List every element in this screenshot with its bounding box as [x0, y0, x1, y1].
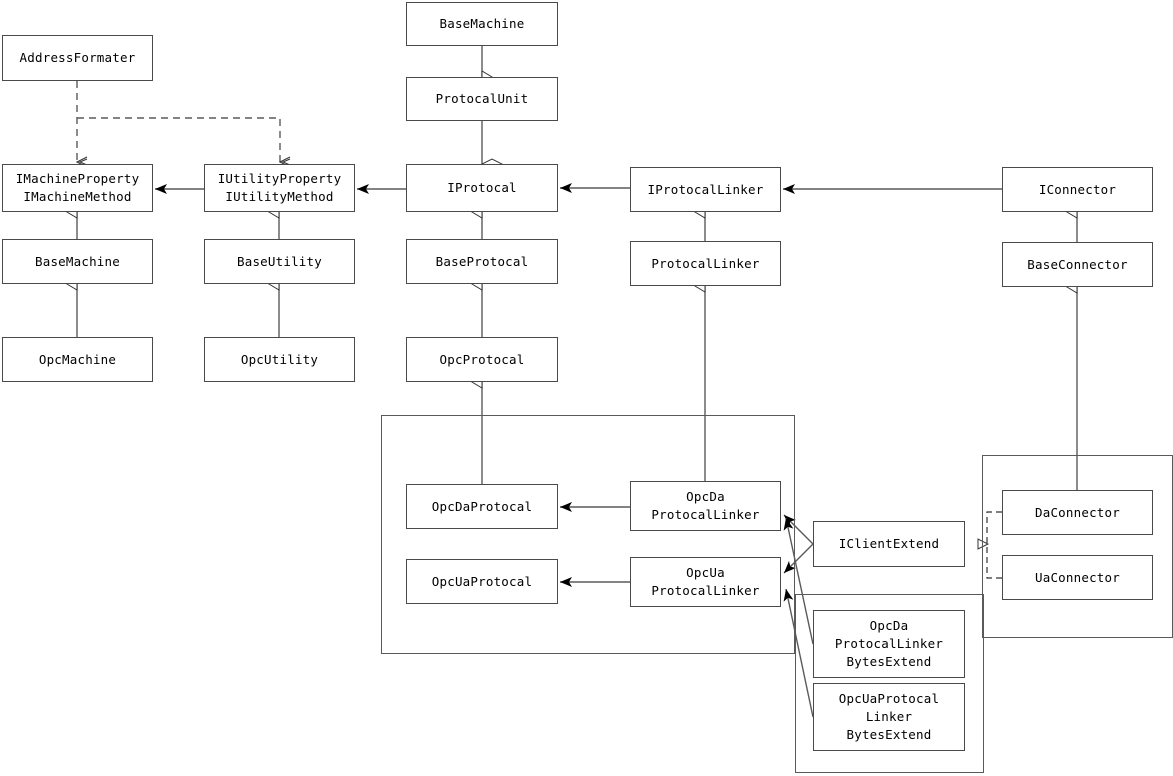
class-iprotocal[interactable]: IProtocal — [406, 164, 558, 212]
class-opc-ua-protocal-linker[interactable]: OpcUa ProtocalLinker — [630, 557, 781, 607]
class-imachine-property[interactable]: IMachineProperty IMachineMethod — [2, 164, 153, 212]
class-protocal-unit[interactable]: ProtocalUnit — [406, 77, 558, 121]
class-iclient-extend[interactable]: IClientExtend — [813, 521, 965, 567]
class-base-connector[interactable]: BaseConnector — [1002, 242, 1153, 287]
class-opc-da-protocal-linker-bytes-extend[interactable]: OpcDa ProtocalLinker BytesExtend — [813, 610, 965, 678]
protocal-package-frame — [381, 415, 795, 654]
class-opc-da-protocal-linker[interactable]: OpcDa ProtocalLinker — [630, 481, 781, 531]
class-opc-ua-protocal[interactable]: OpcUaProtocal — [406, 559, 558, 604]
class-opc-da-protocal[interactable]: OpcDaProtocal — [406, 484, 558, 529]
class-da-connector[interactable]: DaConnector — [1002, 490, 1153, 535]
class-iprotocal-linker[interactable]: IProtocalLinker — [630, 167, 781, 212]
class-base-machine[interactable]: BaseMachine — [2, 239, 153, 284]
class-base-protocal[interactable]: BaseProtocal — [406, 239, 558, 284]
class-opc-machine[interactable]: OpcMachine — [2, 337, 153, 382]
class-base-machine-top[interactable]: BaseMachine — [406, 2, 558, 46]
class-iconnector[interactable]: IConnector — [1002, 167, 1153, 212]
class-opc-ua-protocal-linker-bytes-extend[interactable]: OpcUaProtocal Linker BytesExtend — [813, 683, 965, 751]
class-ua-connector[interactable]: UaConnector — [1002, 555, 1153, 600]
class-opc-utility[interactable]: OpcUtility — [204, 337, 355, 382]
class-base-utility[interactable]: BaseUtility — [204, 239, 355, 284]
connector-package-frame — [982, 455, 1173, 638]
class-protocal-linker[interactable]: ProtocalLinker — [630, 241, 781, 286]
class-iutility-property[interactable]: IUtilityProperty IUtilityMethod — [204, 164, 355, 212]
class-address-formater[interactable]: AddressFormater — [2, 35, 153, 81]
class-opc-protocal[interactable]: OpcProtocal — [406, 337, 558, 382]
edge-address-formater-to-iutility-property — [77, 117, 280, 162]
